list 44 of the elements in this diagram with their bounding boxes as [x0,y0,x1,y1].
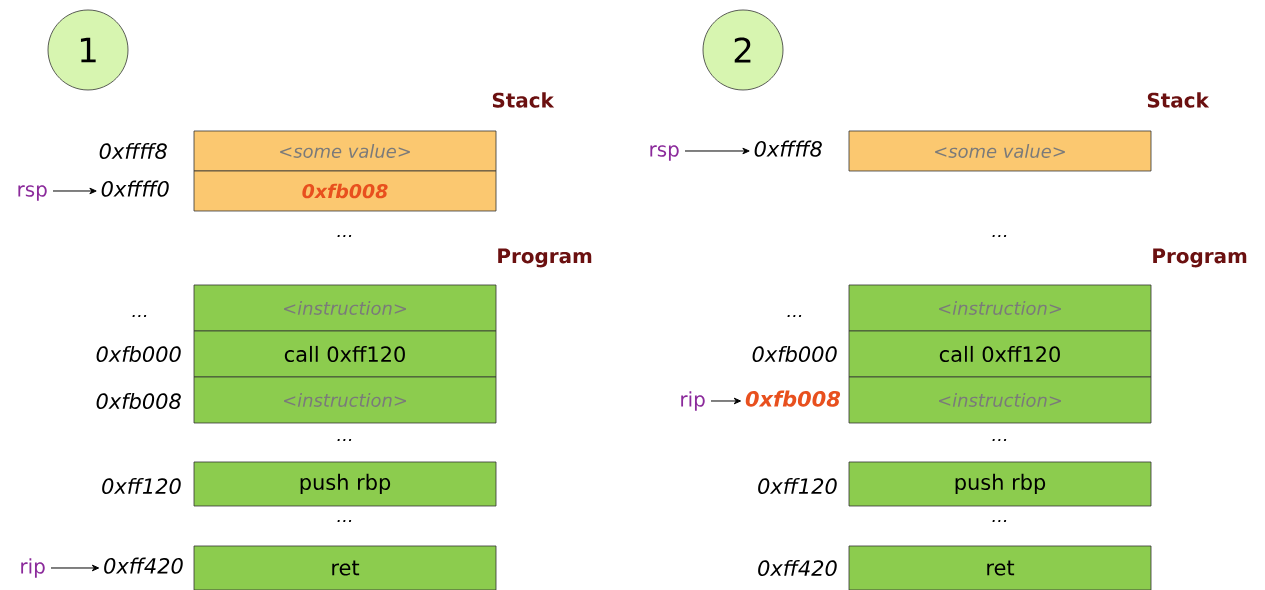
memory-cell: 0xfb008 [193,170,497,212]
section-heading: Program [1153,248,1247,268]
address-label: 0xffff0 [101,180,169,197]
memory-cell: ret [193,545,497,590]
memory-cell: push rbp [193,461,497,507]
ellipsis: ... [787,314,802,318]
memory-cell: ret [848,545,1152,590]
address-label: 0xfb008 [96,392,181,410]
section-heading: Program [498,248,592,268]
register-label: rip [21,558,45,578]
memory-cell: call 0xff120 [848,330,1152,378]
section-heading: Stack [1147,92,1210,108]
address-label: 0xfb008 [745,390,841,407]
address-label: 0xff120 [102,477,181,495]
arrow [684,147,750,155]
register-label: rip [681,391,705,411]
memory-cell: push rbp [848,461,1152,507]
ellipsis: ... [337,519,352,523]
arrow [52,187,97,195]
address-label: 0xff120 [758,477,837,495]
address-label: 0xffff8 [99,142,167,160]
address-label: 0xff420 [104,557,183,574]
ellipsis: ... [132,314,147,318]
arrow [50,564,100,572]
register-label: rsp [650,145,679,161]
address-label: 0xff420 [758,559,837,577]
ellipsis: ... [337,438,352,442]
memory-cell: <instruction> [848,284,1152,332]
memory-cell: <instruction> [193,376,497,424]
memory-cell: <instruction> [848,376,1152,424]
register-label: rsp [18,185,47,201]
address-label: 0xfb000 [752,345,837,363]
memory-cell: <some value> [848,130,1152,172]
address-label: 0xffff8 [754,140,822,157]
memory-cell: call 0xff120 [193,330,497,378]
ellipsis: ... [992,438,1007,442]
address-label: 0xfb000 [96,345,181,363]
ellipsis: ... [337,234,352,238]
section-heading: Stack [492,92,555,108]
memory-cell: <some value> [193,130,497,172]
arrow [710,397,742,405]
memory-cell: <instruction> [193,284,497,332]
ellipsis: ... [992,234,1007,238]
ellipsis: ... [992,519,1007,523]
